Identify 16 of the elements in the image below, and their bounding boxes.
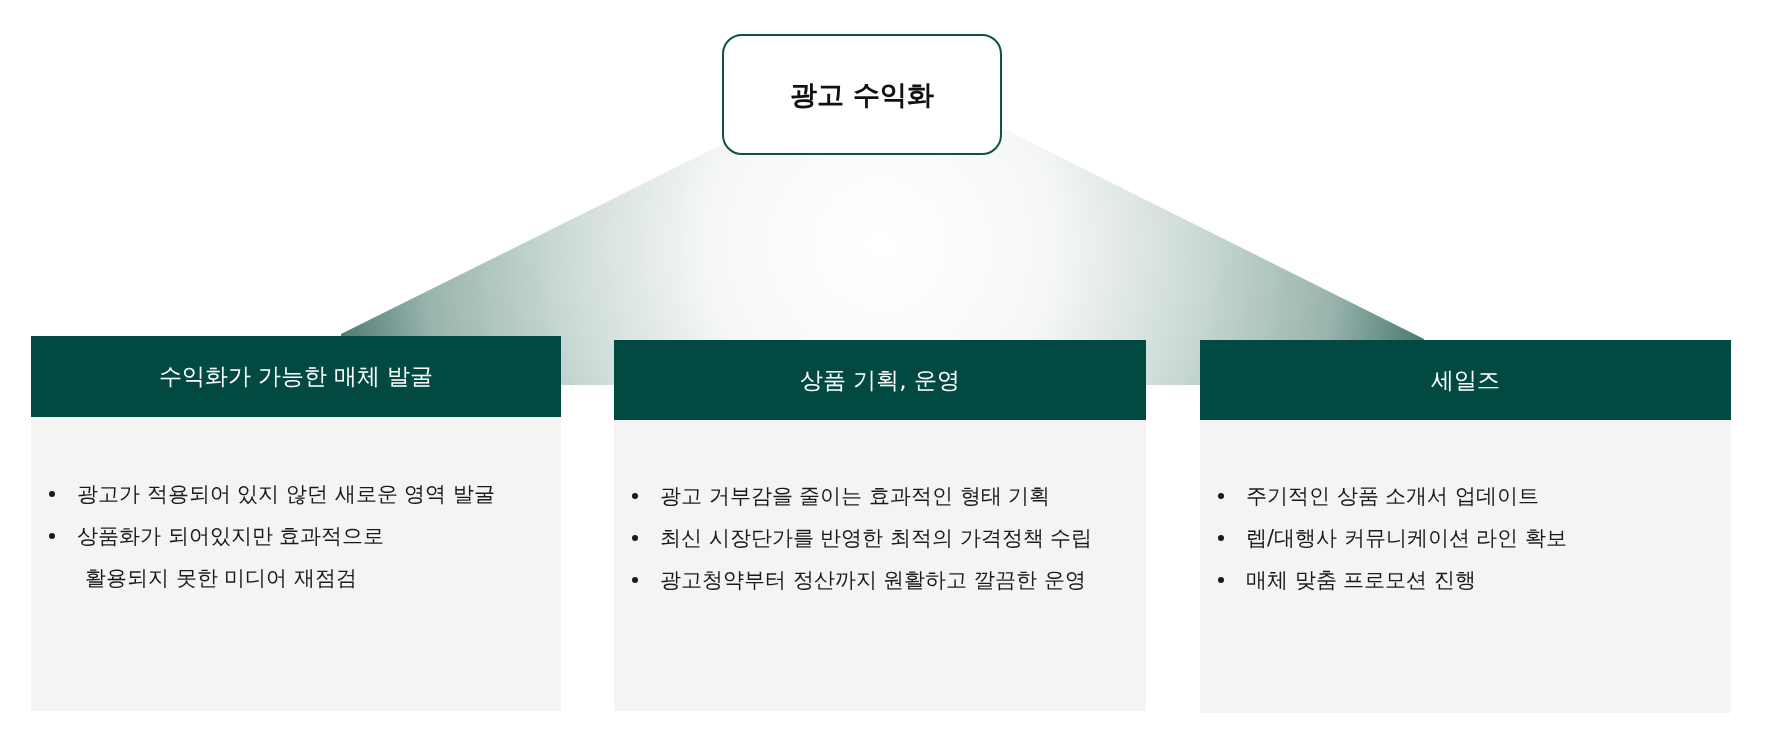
- bullet-text: 광고 거부감을 줄이는 효과적인 형태 기획: [660, 483, 1051, 510]
- bullet-text: 최신 시장단가를 반영한 최적의 가격정책 수립: [660, 525, 1093, 552]
- info-card: [614, 340, 1146, 711]
- bullet-text: 렙/대행사 커뮤니케이션 라인 확보: [1246, 525, 1568, 552]
- bullet-text: 상품화가 되어있지만 효과적으로 활용되지 못한 미디어 재점검: [77, 523, 386, 592]
- topic-box: [722, 34, 1002, 155]
- column-header: 수익화가 가능한 매체 발굴: [31, 336, 561, 417]
- column-header: 상품 기획, 운영: [614, 340, 1146, 420]
- info-card: [31, 336, 561, 711]
- bullet-text: 주기적인 상품 소개서 업데이트: [1246, 483, 1540, 510]
- column-header: 세일즈: [1200, 340, 1731, 420]
- info-card: [1200, 340, 1731, 713]
- bullet-text: 매체 맞춤 프로모션 진행: [1246, 567, 1477, 594]
- bullet-text: 광고청약부터 정산까지 원활하고 깔끔한 운영: [660, 567, 1086, 594]
- bullet-text: 광고가 적용되어 있지 않던 새로운 영역 발굴: [77, 481, 496, 508]
- topic-title: 광고 수익화: [789, 77, 935, 112]
